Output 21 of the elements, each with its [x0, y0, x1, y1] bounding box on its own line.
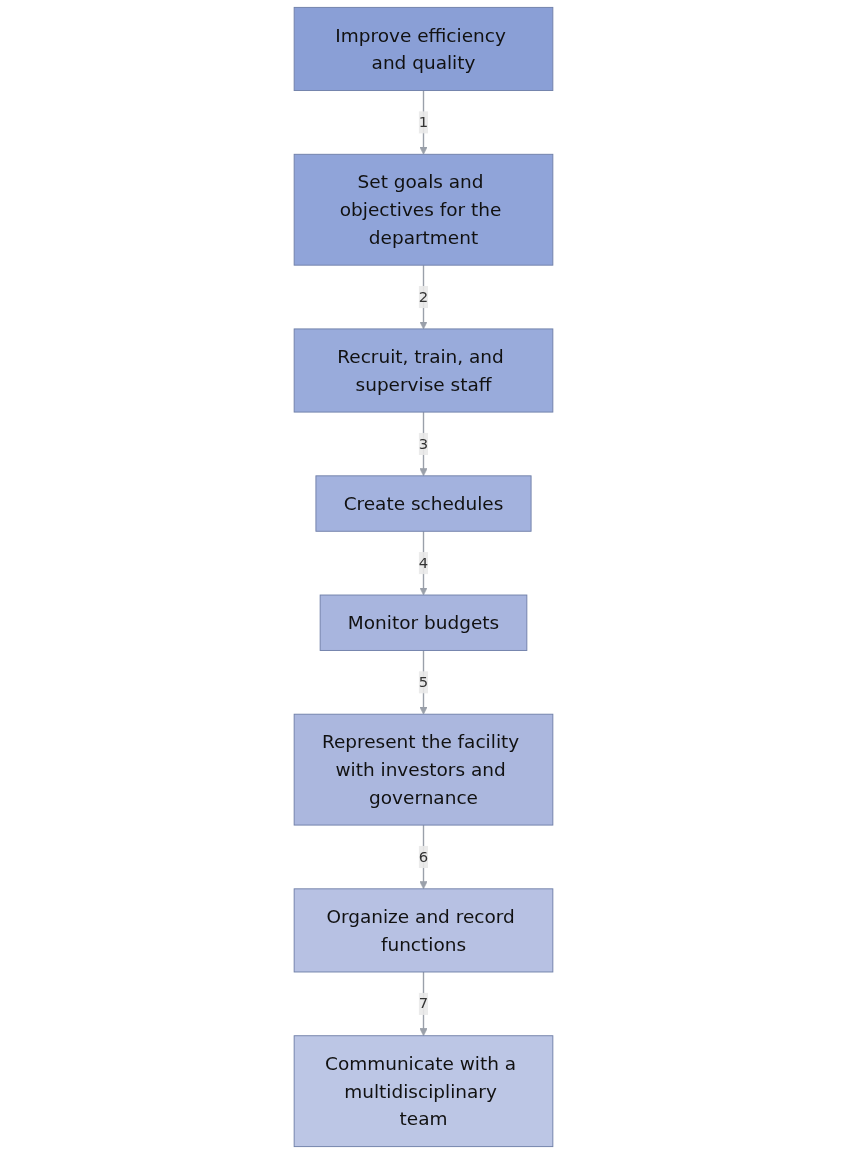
node-box: Improve efficiency and quality: [293, 6, 554, 91]
arrow: [419, 649, 428, 715]
arrow: [419, 411, 428, 477]
node-box: Organize and record functions: [293, 888, 554, 973]
node-box: Recruit, train, and supervise staff: [293, 328, 554, 413]
node-box: Set goals and objectives for the department: [293, 153, 554, 266]
edge-label: 6: [418, 847, 429, 866]
edge-label: 1: [418, 113, 429, 131]
arrow: [419, 530, 428, 596]
edge-label: 7: [418, 994, 429, 1013]
edge-label: 5: [418, 673, 429, 691]
edge-label: 4: [418, 553, 429, 572]
arrow: [419, 824, 428, 890]
edge-label: 2: [418, 287, 429, 306]
edge-label: 3: [418, 434, 429, 453]
arrow: [419, 264, 428, 330]
node-box: Represent the facility with investors and governance: [293, 713, 554, 826]
node-box: Communicate with a multidisciplinary team: [293, 1035, 554, 1148]
arrow: [419, 971, 428, 1037]
node-box: Monitor budgets: [319, 594, 528, 651]
node-box: Create schedules: [315, 475, 532, 532]
